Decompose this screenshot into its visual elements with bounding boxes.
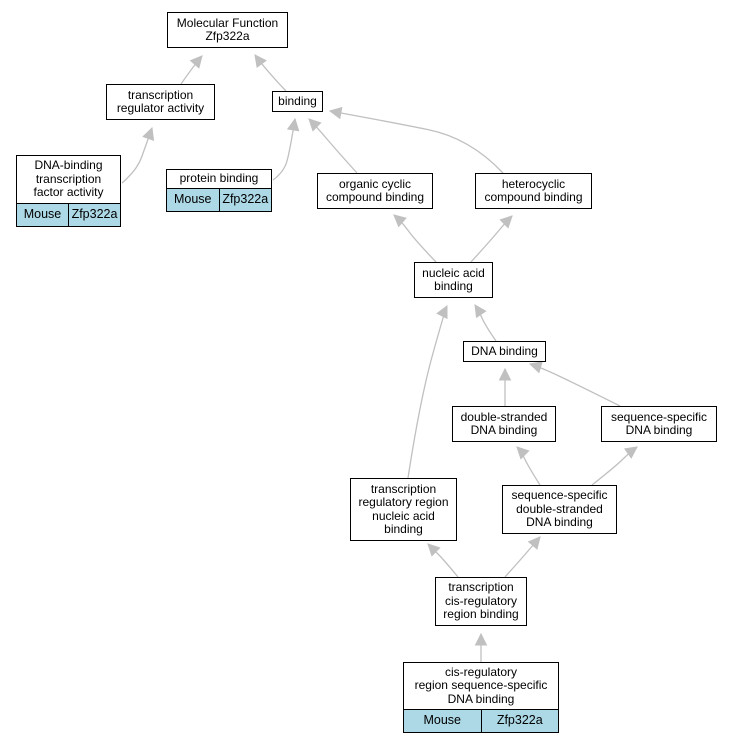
node-label: nucleic acid binding [422, 265, 485, 293]
edge-ssdna-dnab [528, 361, 621, 407]
gene-cell: Zfp322a [480, 710, 558, 732]
species-cell: Mouse [167, 189, 219, 211]
gene-cell: Zfp322a [218, 189, 271, 211]
arrowhead-icon [308, 118, 322, 132]
species-cell: Mouse [404, 710, 481, 732]
edge-trrna-nab [407, 304, 448, 479]
node-transcription-regulatory-region-nucleic-acid-binding[interactable]: transcription regulatory region nucleic … [350, 478, 457, 541]
node-dna-binding[interactable]: DNA binding [463, 341, 546, 362]
node-sequence-specific-double-stranded-dna-binding[interactable]: sequence-specific double-stranded DNA bi… [502, 485, 617, 534]
arrowhead-icon [328, 106, 343, 120]
edge-bind-mf [254, 54, 287, 92]
node-molecular-function[interactable]: Molecular Function Zfp322a [167, 12, 288, 48]
gene-cell: Zfp322a [68, 204, 120, 226]
node-label: organic cyclic compound binding [325, 176, 425, 204]
arrowhead-icon [528, 361, 543, 374]
annotation-row: Mouse Zfp322a [17, 203, 120, 226]
edge-prot-bind [272, 117, 300, 181]
arrowhead-icon [527, 536, 541, 550]
node-label: heterocyclic compound binding [484, 176, 583, 204]
node-dna-binding-transcription-factor-activity[interactable]: DNA-binding transcription factor activit… [16, 155, 121, 227]
edge-hccb-bind [328, 106, 504, 174]
edge-nab-occb [393, 214, 437, 263]
annotation-row: Mouse Zfp322a [167, 188, 271, 211]
species-cell: Mouse [17, 204, 68, 226]
arrowhead-icon [254, 54, 267, 69]
edge-ssds-dsdna [516, 446, 541, 486]
edge-tcis-trrna [427, 543, 459, 578]
edge-tra-mf [180, 55, 203, 85]
node-organic-cyclic-compound-binding[interactable]: organic cyclic compound binding [317, 173, 433, 209]
node-double-stranded-dna-binding[interactable]: double-stranded DNA binding [452, 406, 556, 442]
node-sequence-specific-dna-binding[interactable]: sequence-specific DNA binding [601, 406, 717, 442]
node-nucleic-acid-binding[interactable]: nucleic acid binding [414, 262, 493, 298]
node-label: sequence-specific double-stranded DNA bi… [511, 488, 608, 530]
arrowhead-icon [427, 543, 441, 557]
node-label: double-stranded DNA binding [460, 409, 548, 437]
node-label: DNA-binding transcription factor activit… [33, 158, 104, 200]
edge-dsdna-dnab [498, 367, 512, 406]
node-label: DNA binding [471, 343, 538, 358]
edge-line [272, 118, 296, 181]
node-binding[interactable]: binding [272, 91, 323, 112]
arrowhead-icon [516, 446, 530, 460]
arrowhead-icon [474, 304, 487, 319]
arrowhead-icon [286, 117, 300, 132]
arrowhead-icon [393, 214, 407, 228]
edge-dbtf-tra [121, 126, 155, 184]
arrowhead-icon [623, 446, 638, 459]
edge-nab-hccb [470, 215, 513, 263]
node-cis-regulatory-region-sequence-specific-dna-binding[interactable]: cis-regulatory region sequence-specific … [403, 662, 559, 733]
arrowhead-icon [436, 304, 448, 320]
node-label: transcription cis-regulatory region bind… [443, 580, 519, 622]
node-label: Molecular Function Zfp322a [176, 15, 279, 43]
node-transcription-cis-regulatory-region-binding[interactable]: transcription cis-regulatory region bind… [435, 577, 527, 626]
arrowhead-icon [142, 126, 155, 141]
node-label: binding [278, 93, 317, 108]
edge-line [329, 110, 504, 174]
node-heterocyclic-compound-binding[interactable]: heterocyclic compound binding [475, 173, 592, 209]
node-transcription-regulator-activity[interactable]: transcription regulator activity [106, 84, 215, 120]
annotation-row: Mouse Zfp322a [404, 709, 558, 732]
arrowhead-icon [498, 367, 512, 381]
edge-tcis-ssds [504, 536, 541, 578]
edge-cisss-tcis [474, 632, 488, 662]
edge-occb-bind [308, 118, 358, 174]
arrowhead-icon [499, 215, 513, 229]
node-label: protein binding [179, 171, 259, 186]
edge-dnab-nab [474, 304, 497, 342]
arrowhead-icon [474, 632, 488, 646]
node-label: transcription regulator activity [116, 87, 205, 115]
edge-line [529, 363, 621, 407]
arrowhead-icon [189, 55, 203, 69]
node-protein-binding[interactable]: protein binding Mouse Zfp322a [166, 169, 272, 212]
node-label: sequence-specific DNA binding [610, 409, 708, 437]
node-label: transcription regulatory region nucleic … [358, 481, 449, 536]
node-label: cis-regulatory region sequence-specific … [414, 664, 548, 706]
edge-line [407, 305, 448, 479]
edge-ssds-ssdna [591, 446, 638, 486]
